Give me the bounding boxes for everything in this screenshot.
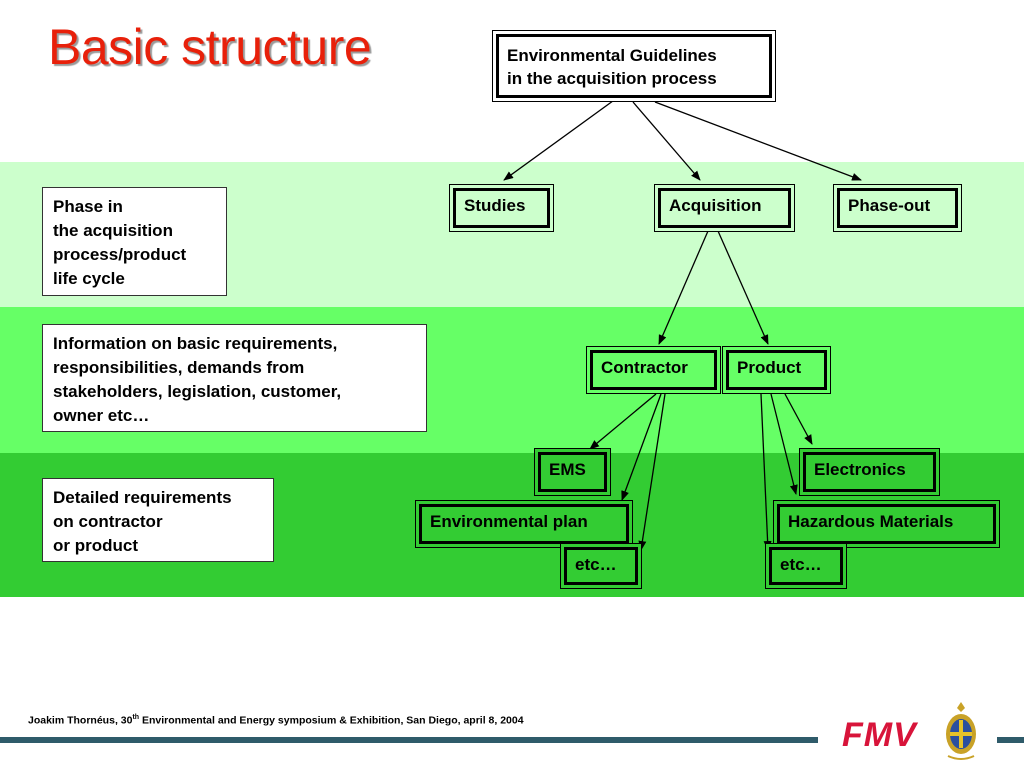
footer-ordinal: th xyxy=(132,714,140,721)
node-phase-out-label: Phase-out xyxy=(837,188,958,228)
node-etc-contractor-label: etc… xyxy=(564,547,638,585)
footer-event: Environmental and Energy symposium & Exh… xyxy=(139,714,524,727)
node-environmental-plan: Environmental plan xyxy=(415,500,633,548)
edge-product-electronics xyxy=(784,393,813,445)
node-hazardous-materials: Hazardous Materials xyxy=(773,500,1000,548)
edge-root-phase-out xyxy=(654,101,862,181)
footer-author: Joakim Thornéus, 30 xyxy=(28,714,133,727)
node-studies-label: Studies xyxy=(453,188,550,228)
edge-root-studies xyxy=(503,97,618,181)
crest-icon xyxy=(946,702,976,760)
node-product-label: Product xyxy=(726,350,827,390)
node-hazardous-materials-label: Hazardous Materials xyxy=(777,504,996,544)
node-root-line: in the acquisition process xyxy=(507,69,717,88)
node-acquisition: Acquisition xyxy=(654,184,795,232)
node-electronics-label: Electronics xyxy=(803,452,936,492)
legend-phase-line: the acquisition xyxy=(53,221,173,240)
footer-credit: Joakim Thornéus, 30th Environmental and … xyxy=(28,714,524,727)
node-product: Product xyxy=(722,346,831,394)
node-root-line: Environmental Guidelines xyxy=(507,46,717,65)
legend-phase-line: Phase in xyxy=(53,197,123,216)
legend-detail-line: on contractor xyxy=(53,512,163,531)
node-ems-label: EMS xyxy=(538,452,607,492)
edge-acquisition-product xyxy=(717,230,769,345)
edge-product-hazardous-materials xyxy=(770,393,798,495)
edge-contractor-etc xyxy=(638,393,666,551)
node-contractor-label: Contractor xyxy=(590,350,717,390)
edge-acquisition-contractor xyxy=(658,230,709,345)
edge-root-acquisition xyxy=(632,101,701,181)
legend-phase: Phase in the acquisition process/product… xyxy=(42,187,227,296)
legend-info-line: Information on basic requirements, xyxy=(53,334,338,353)
legend-detail-line: Detailed requirements xyxy=(53,488,232,507)
footer-line-right xyxy=(997,737,1024,743)
node-etc-product: etc… xyxy=(765,543,847,589)
node-studies: Studies xyxy=(449,184,554,232)
node-phase-out: Phase-out xyxy=(833,184,962,232)
legend-info: Information on basic requirements, respo… xyxy=(42,324,427,432)
node-root: Environmental Guidelines in the acquisit… xyxy=(492,30,776,102)
node-environmental-plan-label: Environmental plan xyxy=(419,504,629,544)
node-etc-contractor: etc… xyxy=(560,543,642,589)
legend-info-line: responsibilities, demands from xyxy=(53,358,305,377)
edge-product-etc xyxy=(760,393,772,551)
legend-detail-line: or product xyxy=(53,536,138,555)
node-contractor: Contractor xyxy=(586,346,721,394)
legend-phase-line: life cycle xyxy=(53,269,125,288)
edge-contractor-environmental-plan xyxy=(621,393,662,501)
edge-contractor-ems xyxy=(589,393,657,450)
footer-line-left xyxy=(0,737,818,743)
node-acquisition-label: Acquisition xyxy=(658,188,791,228)
legend-info-line: stakeholders, legislation, customer, xyxy=(53,382,342,401)
node-ems: EMS xyxy=(534,448,611,496)
slide-title: Basic structure xyxy=(48,19,372,75)
legend-detail: Detailed requirements on contractor or p… xyxy=(42,478,274,562)
node-etc-product-label: etc… xyxy=(769,547,843,585)
node-electronics: Electronics xyxy=(799,448,940,496)
legend-phase-line: process/product xyxy=(53,245,187,264)
fmv-logo-text: FMV xyxy=(842,716,917,754)
legend-info-line: owner etc… xyxy=(53,406,150,425)
